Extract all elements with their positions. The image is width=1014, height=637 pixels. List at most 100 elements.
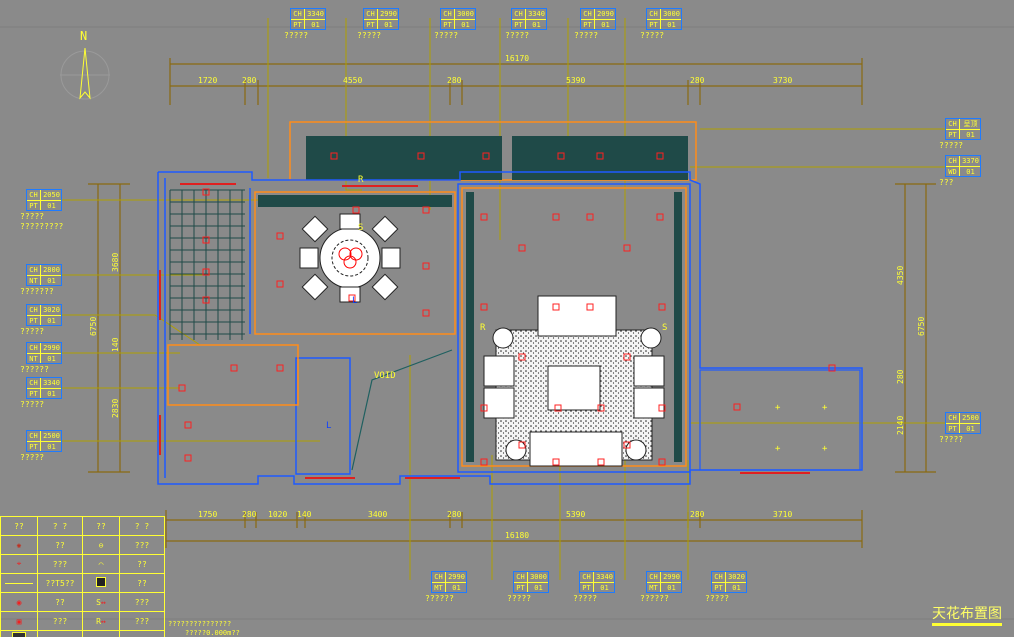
downlight-icon	[202, 236, 210, 244]
ch-label: CH	[649, 10, 658, 18]
finish-code: 01	[966, 425, 975, 433]
access-panel-icon: ⊠	[82, 630, 120, 637]
ceiling-height: 3340	[596, 573, 613, 581]
finish-code: 01	[311, 21, 320, 29]
ch-label: CH	[29, 432, 38, 440]
ch-label: CH	[948, 414, 957, 422]
material-code: PT	[29, 202, 38, 210]
ch-label: CH	[29, 191, 38, 199]
dimension-label: 140	[111, 337, 120, 352]
ch-label: CH	[948, 157, 957, 165]
dimension-label: 140	[297, 510, 312, 519]
finish-code: 01	[47, 277, 56, 285]
downlight-icon	[422, 206, 430, 214]
downlight-icon	[184, 454, 192, 462]
finish-code: 01	[532, 21, 541, 29]
ceiling-height: 2050	[43, 191, 60, 199]
ch-label: CH	[29, 306, 38, 314]
tag-caption: ??????	[425, 594, 454, 603]
ceiling-lamp-icon: ⊖	[82, 535, 120, 555]
downlight-icon	[330, 152, 338, 160]
legend-label: ???	[37, 611, 83, 631]
windows	[159, 183, 810, 479]
material-code: PT	[583, 21, 592, 29]
downlight-symbol-icon: ⌖	[0, 554, 38, 574]
material-code: NT	[29, 355, 38, 363]
material-code: MT	[434, 584, 443, 592]
finish-code: 01	[452, 584, 461, 592]
tag-caption: ???????	[20, 287, 54, 296]
downlight-icon	[276, 232, 284, 240]
downlight-icon	[184, 421, 192, 429]
downlight-icon	[482, 152, 490, 160]
legend-label: ??	[119, 573, 165, 593]
downlight-icon	[202, 268, 210, 276]
supply-air-icon: S↔	[82, 592, 120, 612]
finish-code: 01	[47, 202, 56, 210]
downlight-icon	[422, 309, 430, 317]
legend-table: ?? ? ? ?? ? ? ✺??⊖??? ⌖???◠?? ??T5???? ◉…	[0, 516, 165, 637]
downlight-icon	[417, 152, 425, 160]
finish-code: 01	[534, 584, 543, 592]
dimension-label: 4550	[343, 76, 362, 85]
downlight-icon	[518, 353, 526, 361]
dimension-label: 280	[242, 76, 257, 85]
dimension-label: 2140	[896, 416, 905, 435]
material-code: PT	[948, 425, 957, 433]
ch-label: CH	[366, 10, 375, 18]
dimension-label: 16170	[505, 54, 529, 63]
legend-header: ??	[0, 516, 38, 536]
ch-label: CH	[582, 573, 591, 581]
legend-label: ???	[119, 611, 165, 631]
dimension-label: 280	[242, 510, 257, 519]
note-line-1: ???????????????	[168, 620, 232, 628]
material-code: PT	[514, 21, 523, 29]
dimension-label: 3710	[773, 510, 792, 519]
downlight-icon	[552, 458, 560, 466]
ch-label: CH	[649, 573, 658, 581]
downlight-icon	[178, 384, 186, 392]
leader-lines	[60, 18, 945, 580]
tag-caption: ?????	[20, 212, 45, 221]
tag-caption: ?????	[640, 31, 665, 40]
living-room-furniture	[483, 295, 665, 467]
tag-caption: ?????	[505, 31, 530, 40]
finish-code: 01	[601, 21, 610, 29]
downlight-icon	[658, 458, 666, 466]
dimension-label: 280	[896, 369, 905, 384]
ceiling-height: 3000	[457, 10, 474, 18]
tag-caption: ?????	[20, 453, 45, 462]
ceiling-height: 3000	[663, 10, 680, 18]
finish-code: 01	[461, 21, 470, 29]
material-code: PT	[714, 584, 723, 592]
ceiling-height: 2500	[43, 432, 60, 440]
legend-label: ??T5??	[37, 573, 83, 593]
material-code: PT	[29, 317, 38, 325]
downlight-icon	[352, 206, 360, 214]
ch-label: CH	[714, 573, 723, 581]
legend-header: ??	[82, 516, 120, 536]
material-code: PT	[293, 21, 302, 29]
mark-r-top: R	[358, 175, 364, 185]
ceiling-height: 2090	[597, 10, 614, 18]
dimension-label: 1720	[198, 76, 217, 85]
tag-caption: ?????	[434, 31, 459, 40]
downlight-icon	[480, 213, 488, 221]
ch-label: CH	[29, 379, 38, 387]
legend-label: ??	[119, 554, 165, 574]
finish-code: 01	[732, 584, 741, 592]
dimension-label: 16180	[505, 531, 529, 540]
tag-caption: ?????	[939, 141, 964, 150]
material-code: PT	[582, 584, 591, 592]
dimension-label: 280	[690, 76, 705, 85]
finish-code: 01	[667, 21, 676, 29]
material-code: PT	[516, 584, 525, 592]
